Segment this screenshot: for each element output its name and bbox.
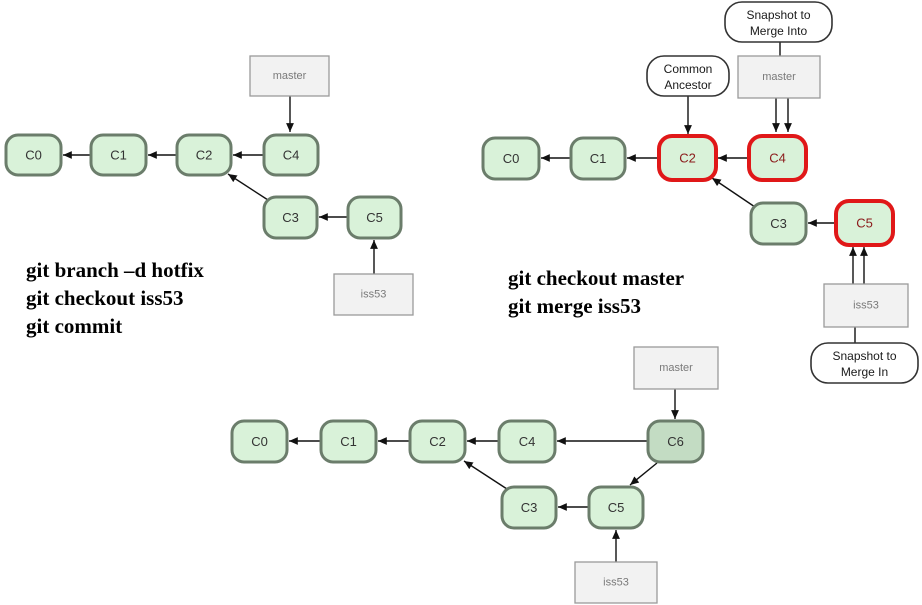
callout-line: Snapshot to xyxy=(746,8,810,22)
panel-after-merge: C0 C1 C2 C4 C6 C3 C5 master xyxy=(230,346,719,604)
commit-label: C2 xyxy=(679,151,696,166)
commit-c3: C3 xyxy=(500,485,558,530)
commit-label: C0 xyxy=(251,434,268,449)
commit-c5: C5 xyxy=(587,485,645,530)
commit-c3: C3 xyxy=(749,201,808,246)
branch-iss53: iss53 xyxy=(574,561,658,604)
branch-label: master xyxy=(273,70,307,82)
command-line: git checkout master xyxy=(508,266,685,290)
commit-label: C0 xyxy=(25,148,42,163)
branch-label: master xyxy=(762,71,796,83)
commit-label: C3 xyxy=(770,216,787,231)
branch-label: master xyxy=(659,362,693,374)
branch-master: master xyxy=(737,55,821,99)
commit-label: C4 xyxy=(769,151,786,166)
branch-label: iss53 xyxy=(603,577,629,589)
commit-label: C1 xyxy=(340,434,357,449)
commit-label: C3 xyxy=(282,210,299,225)
command-line: git commit xyxy=(26,314,123,338)
commit-c5: C5 xyxy=(346,195,403,240)
commit-c4-snapshot-into: C4 xyxy=(747,134,808,182)
command-line: git checkout iss53 xyxy=(26,286,184,310)
commit-c4: C4 xyxy=(262,133,320,177)
callout-snapshot-merge-into: Snapshot to Merge Into xyxy=(724,1,833,43)
command-line: git merge iss53 xyxy=(508,294,641,318)
arrow-c3-c2 xyxy=(463,460,508,490)
commit-c0: C0 xyxy=(4,133,63,177)
commit-label: C2 xyxy=(196,148,213,163)
commit-label: C4 xyxy=(519,434,536,449)
commit-c0: C0 xyxy=(481,136,541,181)
commit-c6-merge: C6 xyxy=(646,419,705,464)
branch-label: iss53 xyxy=(853,300,879,312)
branch-iss53: iss53 xyxy=(823,283,909,328)
callout-line: Merge Into xyxy=(750,24,808,38)
commit-c0: C0 xyxy=(230,419,289,464)
commit-c1: C1 xyxy=(569,136,627,181)
callout-line: Merge In xyxy=(841,365,888,379)
commit-label: C5 xyxy=(366,210,383,225)
commit-label: C4 xyxy=(283,148,300,163)
branch-master: master xyxy=(633,346,719,390)
commit-c1: C1 xyxy=(319,419,378,464)
arrow-c6-c5 xyxy=(629,462,658,486)
panel-before-merge: C0 C1 C2 C4 C3 C5 master iss53 xyxy=(4,55,414,316)
commit-label: C1 xyxy=(110,148,127,163)
commit-label: C3 xyxy=(521,500,538,515)
commands-right: git checkout master git merge iss53 xyxy=(508,264,684,320)
commit-c1: C1 xyxy=(89,133,148,177)
commit-c2: C2 xyxy=(408,419,467,464)
commit-c4: C4 xyxy=(497,419,557,464)
commit-label: C5 xyxy=(856,216,873,231)
callout-line: Common xyxy=(664,62,713,76)
commit-c2-common-ancestor: C2 xyxy=(657,134,718,182)
command-line: git branch –d hotfix xyxy=(26,258,204,282)
commands-left: git branch –d hotfix git checkout iss53 … xyxy=(26,256,204,340)
commit-c3: C3 xyxy=(262,195,319,240)
branch-master: master xyxy=(249,55,330,97)
commit-c2: C2 xyxy=(175,133,233,177)
commit-label: C5 xyxy=(608,500,625,515)
branch-iss53: iss53 xyxy=(333,273,414,316)
commit-label: C1 xyxy=(590,151,607,166)
branch-label: iss53 xyxy=(361,289,387,301)
panel-merge-snapshots: C0 C1 C2 C4 C3 C5 master iss53 xyxy=(481,1,919,384)
commit-label: C2 xyxy=(429,434,446,449)
commit-label: C6 xyxy=(667,434,684,449)
arrow-c3-c2 xyxy=(711,177,756,208)
callout-line: Snapshot to xyxy=(832,349,896,363)
arrow-c3-c2 xyxy=(227,173,269,201)
callout-line: Ancestor xyxy=(664,78,711,92)
commit-label: C0 xyxy=(503,151,520,166)
callout-snapshot-merge-in: Snapshot to Merge In xyxy=(810,342,919,384)
callout-common-ancestor: Common Ancestor xyxy=(646,55,730,97)
commit-c5-snapshot-in: C5 xyxy=(834,199,895,247)
